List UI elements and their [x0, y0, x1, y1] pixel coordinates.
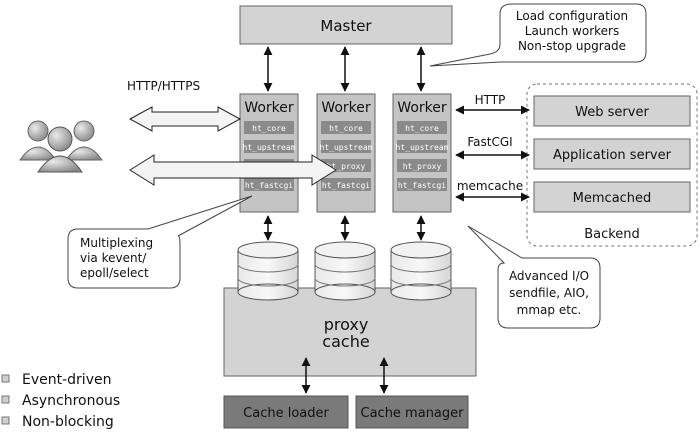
- web-server-box: [533, 95, 691, 127]
- application-server-box: [533, 138, 691, 170]
- feature-bullet-3: [1, 416, 10, 425]
- callout-right-line1: Advanced I/O: [509, 269, 589, 283]
- proxy-cache-label-line2: cache: [322, 332, 369, 351]
- worker-1-title: Worker: [244, 100, 294, 116]
- worker-2-module-core: ht_core: [329, 124, 363, 133]
- worker-3-module-core: ht_core: [405, 124, 439, 133]
- master-label: Master: [320, 17, 372, 35]
- callout-top-line1: Load configuration: [516, 9, 628, 23]
- callout-left-line2: via kevent/: [80, 251, 147, 265]
- worker-1-module-fastcgi: ht_fastcgi: [245, 181, 293, 190]
- application-server-label: Application server: [553, 148, 672, 163]
- worker-3-module-proxy: ht_proxy: [403, 162, 442, 171]
- callout-left-line1: Multiplexing: [80, 236, 153, 250]
- disk-3: [390, 241, 452, 301]
- worker-3-module-fastcgi: ht_fastcgi: [398, 181, 446, 190]
- callout-right-line2: sendfile, AIO,: [509, 286, 589, 300]
- proxy-cache-box: [223, 287, 477, 377]
- backend-title: Backend: [584, 227, 640, 242]
- callout-left: [67, 195, 253, 289]
- web-server-label: Web server: [575, 105, 649, 120]
- http-https-label: HTTP/HTTPS: [127, 79, 200, 93]
- worker-3-module-upstream: ht_upstream: [396, 143, 449, 152]
- feature-bullet-2: [1, 395, 10, 404]
- cache-loader-label: Cache loader: [243, 406, 329, 421]
- callout-top-line2: Launch workers: [525, 24, 619, 38]
- client-worker2-arrow: [129, 154, 337, 186]
- disk-2: [314, 241, 376, 301]
- callout-top-line3: Non-stop upgrade: [518, 39, 626, 53]
- cache-loader-box: [223, 395, 349, 429]
- worker-2-title: Worker: [321, 100, 371, 116]
- master-box: [239, 5, 453, 45]
- worker-1-module-upstream: ht_upstream: [243, 143, 296, 152]
- client-worker1-arrow: [128, 106, 242, 132]
- worker-2-module-upstream: ht_upstream: [320, 143, 373, 152]
- worker-1-module-core: ht_core: [252, 124, 286, 133]
- feature-event-driven: Event-driven: [22, 372, 111, 388]
- memcached-box: [533, 181, 691, 213]
- feature-asynchronous: Asynchronous: [22, 393, 120, 409]
- disk-1: [237, 241, 299, 301]
- feature-bullet-1: [1, 374, 10, 383]
- memcache-link-label: memcache: [457, 179, 523, 193]
- worker-3-title: Worker: [397, 100, 447, 116]
- worker-2: Worker ht_core ht_upstream ht_proxy ht_f…: [316, 93, 376, 213]
- cache-manager-box: [355, 395, 469, 429]
- cache-manager-label: Cache manager: [361, 406, 465, 421]
- worker-2-module-fastcgi: ht_fastcgi: [322, 181, 370, 190]
- callout-right-line3: mmap etc.: [517, 303, 582, 317]
- callout-top: [429, 3, 647, 67]
- worker-3: Worker ht_core ht_upstream ht_proxy ht_f…: [392, 93, 452, 213]
- worker-2-module-proxy: ht_proxy: [327, 162, 366, 171]
- fastcgi-link-label: FastCGI: [467, 135, 512, 149]
- worker-1: Worker ht_core ht_upstream ht_proxy ht_f…: [239, 93, 299, 213]
- http-link-label: HTTP: [475, 93, 506, 107]
- feature-non-blocking: Non-blocking: [22, 414, 114, 430]
- memcached-label: Memcached: [573, 191, 652, 206]
- users-icon: [19, 120, 103, 173]
- callout-right: [467, 225, 601, 329]
- proxy-cache-label-line1: proxy: [324, 315, 369, 334]
- callout-left-line3: epoll/select: [80, 266, 149, 280]
